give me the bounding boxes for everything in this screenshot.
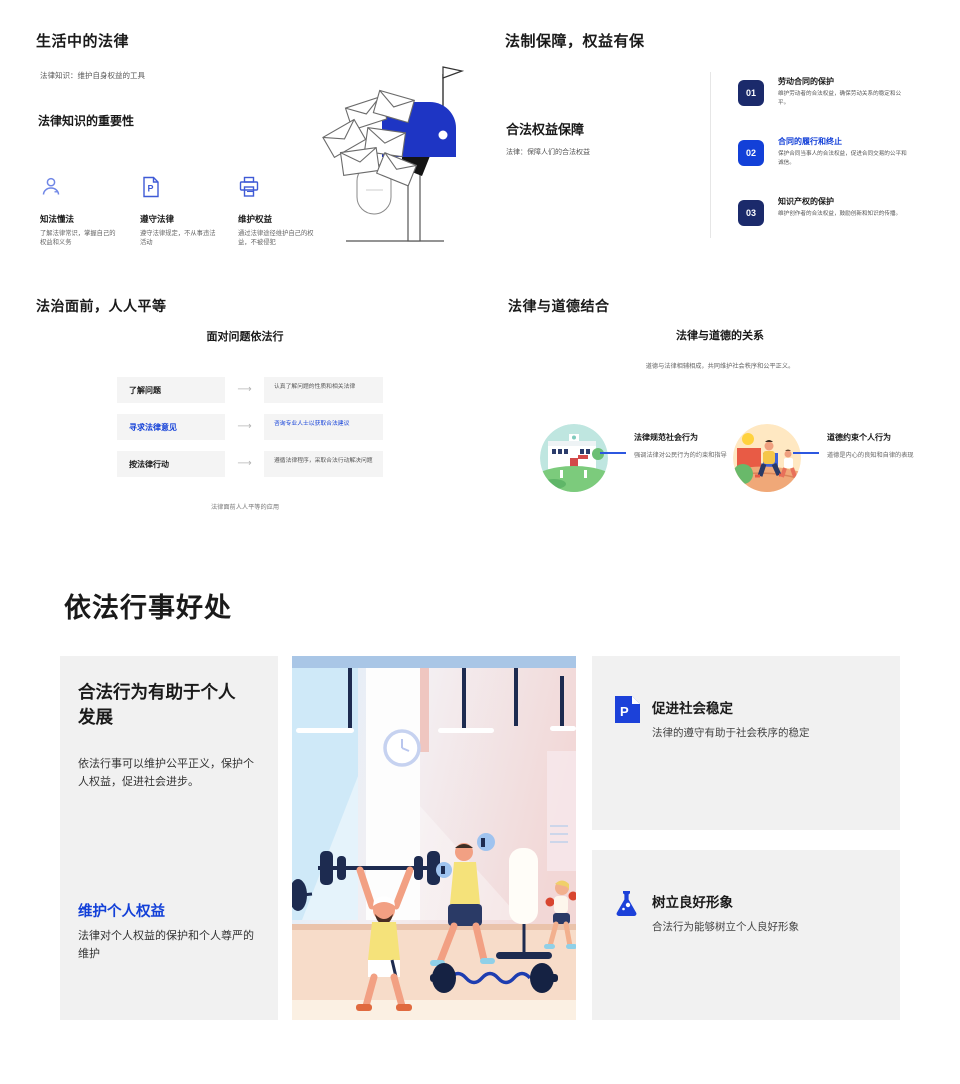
slide1-title: 生活中的法律: [36, 33, 130, 50]
slide2-subheading: 法律：保障人们的合法权益: [506, 149, 590, 156]
list-item-ip-protection: 03 知识产权的保护 维护创作者的合法权益，鼓励创新和知识的传播。: [738, 197, 908, 226]
slide5-title: 依法行事好处: [64, 593, 232, 623]
card-subtitle: 维护个人权益: [78, 904, 165, 920]
slide3-title: 法治面前，人人平等: [36, 298, 167, 314]
slide1-subtitle: 法律知识：维护自身权益的工具: [40, 71, 145, 80]
card-desc: 合法行为能够树立个人良好形象: [652, 921, 799, 933]
card-title: 合法行为有助于个人发展: [78, 682, 236, 727]
feature-title: 遵守法律: [140, 214, 175, 224]
user-icon: [40, 176, 132, 203]
item-desc: 维护劳动者的合法权益，确保劳动关系的稳定和公平。: [778, 91, 902, 106]
feature-know-law: 知法懂法 了解法律常识，掌握自己的权益和义务: [40, 176, 132, 248]
slide4-subtitle: 道德与法律相辅相成，共同维护社会秩序和公平正义。: [645, 363, 795, 370]
moral-item-desc: 强调法律对公民行为的约束和指导: [634, 452, 727, 459]
flow-step-understand: 了解问题 ⟶ 认真了解问题的性质和相关法律: [117, 377, 383, 403]
flow-step-seek-advice: 寻求法律意见 ⟶ 咨询专业人士以获取合法建议: [117, 414, 383, 440]
slide4-title: 法律与道德结合: [508, 298, 610, 314]
slide-legal-guarantee[interactable]: 法制保障，权益有保 合法权益保障 法律：保障人们的合法权益 01 劳动合同的保护…: [480, 0, 960, 270]
printer-icon: [238, 176, 330, 203]
slide1-heading: 法律知识的重要性: [38, 114, 135, 128]
card-desc: 法律的遵守有助于社会秩序的稳定: [652, 727, 810, 739]
school-illustration: [540, 424, 608, 492]
item-title: 合同的履行和终止: [778, 137, 842, 146]
connector-line: [600, 452, 626, 454]
good-image-card: 树立良好形象 合法行为能够树立个人良好形象: [592, 850, 900, 1020]
slide-benefits-of-lawful-action[interactable]: 依法行事好处 合法行为有助于个人发展 依法行事可以维护公平正义，保护个人权益，促…: [0, 535, 960, 1084]
personal-development-card: 合法行为有助于个人发展 依法行事可以维护公平正义，保护个人权益，促进社会进步。 …: [60, 656, 278, 1020]
item-number-badge: 01: [738, 80, 764, 106]
file-p-icon: P: [613, 696, 640, 830]
item-title: 知识产权的保护: [778, 197, 834, 206]
step-label: 按法律行动: [117, 451, 225, 477]
flask-icon: [613, 890, 640, 1020]
item-desc: 保护合同当事人的合法权益，促进合同交易的公平和诚信。: [778, 151, 907, 166]
step-desc: 认真了解问题的性质和相关法律: [264, 377, 383, 403]
runners-illustration: [733, 424, 801, 492]
law-steps-flow: 了解问题 ⟶ 认真了解问题的性质和相关法律 寻求法律意见 ⟶ 咨询专业人士以获取…: [117, 377, 383, 488]
list-item-labor-contract: 01 劳动合同的保护 维护劳动者的合法权益，确保劳动关系的稳定和公平。: [738, 77, 908, 108]
feature-protect-rights: 维护权益 通过法律途径维护自己的权益，不被侵犯: [238, 176, 330, 248]
slide3-heading: 面对问题依法行: [206, 331, 284, 343]
flow-step-act-legally: 按法律行动 ⟶ 遵循法律程序，采取合法行动解决问题: [117, 451, 383, 477]
slide-law-in-life[interactable]: 生活中的法律 法律知识：维护自身权益的工具 法律知识的重要性 知法懂法 了解法律…: [0, 0, 480, 270]
arrow-right-icon: ⟶: [237, 458, 252, 469]
connector-line: [793, 452, 819, 454]
step-desc: 遵循法律程序，采取合法行动解决问题: [264, 451, 383, 477]
step-desc: 咨询专业人士以获取合法建议: [264, 414, 383, 440]
step-label: 了解问题: [117, 377, 225, 403]
card-desc: 依法行事可以维护公平正义，保护个人权益，促进社会进步。: [78, 758, 254, 788]
feature-title: 维护权益: [238, 214, 273, 224]
moral-item-title: 法律规范社会行为: [634, 433, 698, 442]
card-title: 树立良好形象: [652, 895, 733, 910]
moral-item-law: 法律规范社会行为 强调法律对公民行为的约束和指导: [540, 424, 736, 492]
list-item-contract-performance: 02 合同的履行和终止 保护合同当事人的合法权益，促进合同交易的公平和诚信。: [738, 137, 908, 168]
feature-desc: 遵守法律规定，不从事违法活动: [140, 230, 216, 247]
social-stability-card: P 促进社会稳定 法律的遵守有助于社会秩序的稳定: [592, 656, 900, 830]
mailbox-illustration: [296, 58, 494, 248]
feature-desc: 了解法律常识，掌握自己的权益和义务: [40, 230, 116, 247]
vertical-divider: [710, 72, 711, 238]
card-subdesc: 法律对个人权益的保护和个人尊严的维护: [78, 930, 254, 960]
svg-text:P: P: [620, 704, 629, 719]
item-desc: 维护创作者的合法权益，鼓励创新和知识的传播。: [778, 211, 902, 217]
item-title: 劳动合同的保护: [778, 77, 834, 86]
feature-obey-law: P 遵守法律 遵守法律规定，不从事违法活动: [140, 176, 232, 248]
moral-item-desc: 道德是内心的良知和自律的表现: [827, 452, 914, 459]
slide2-heading: 合法权益保障: [506, 122, 585, 137]
card-title: 促进社会稳定: [652, 701, 733, 716]
slide4-heading: 法律与道德的关系: [676, 330, 764, 342]
feature-desc: 通过法律途径维护自己的权益，不被侵犯: [238, 230, 314, 247]
file-p-icon: P: [140, 176, 232, 203]
item-number-badge: 03: [738, 200, 764, 226]
arrow-right-icon: ⟶: [237, 421, 252, 432]
slide3-caption: 法律面前人人平等的应用: [210, 504, 280, 511]
moral-item-title: 道德约束个人行为: [827, 433, 891, 442]
feature-title: 知法懂法: [40, 214, 75, 224]
slide-equality-before-law[interactable]: 法治面前，人人平等 面对问题依法行 了解问题 ⟶ 认真了解问题的性质和相关法律 …: [0, 270, 480, 535]
slide-law-and-morality[interactable]: 法律与道德结合 法律与道德的关系 道德与法律相辅相成，共同维护社会秩序和公平正义…: [480, 270, 960, 535]
gym-illustration: [289, 656, 578, 1020]
item-number-badge: 02: [738, 140, 764, 166]
moral-item-morality: 道德约束个人行为 道德是内心的良知和自律的表现: [733, 424, 929, 492]
arrow-right-icon: ⟶: [237, 384, 252, 395]
svg-text:P: P: [148, 184, 154, 194]
step-label: 寻求法律意见: [117, 414, 225, 440]
slide2-title: 法制保障，权益有保: [505, 33, 645, 50]
